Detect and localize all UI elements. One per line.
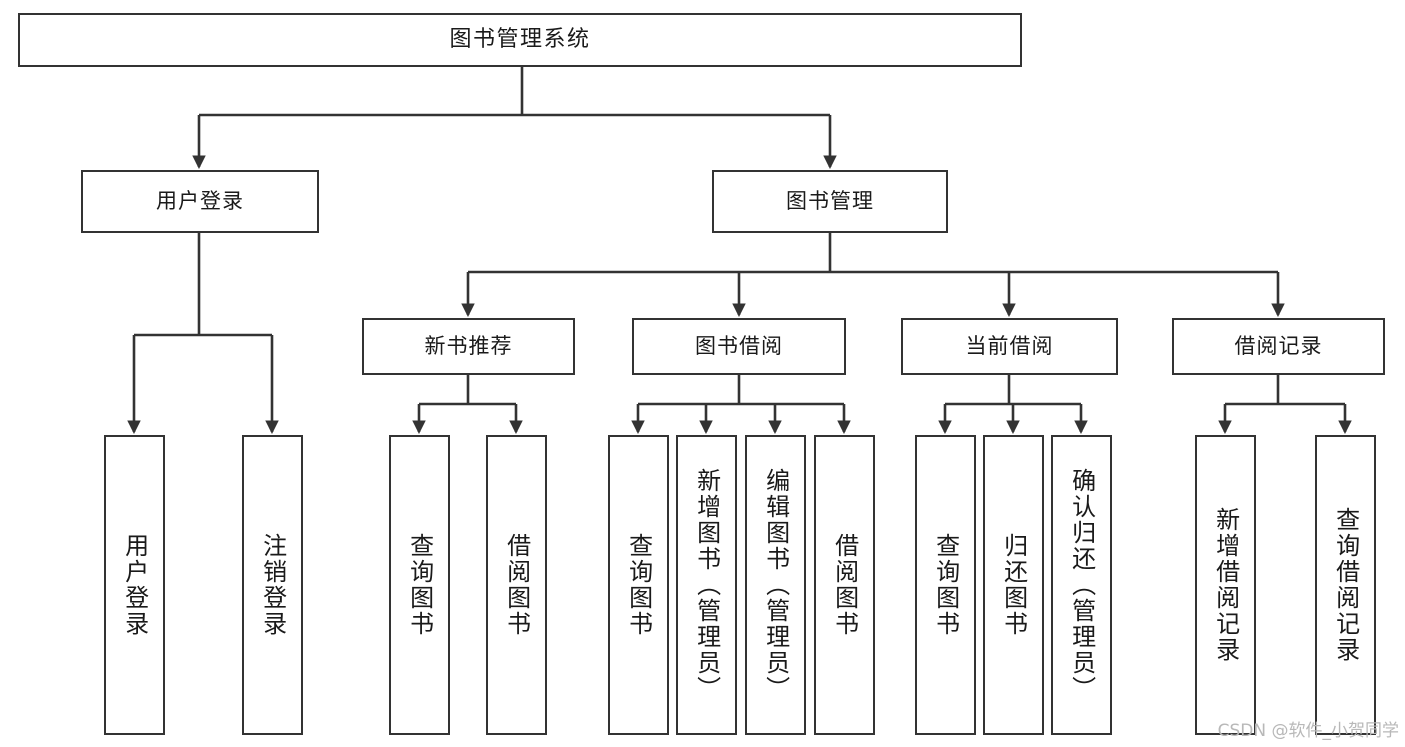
- node-label: 图书管理: [786, 188, 874, 213]
- node-label: 借阅记录: [1234, 333, 1323, 358]
- leaf-user-login[interactable]: 用户登录: [104, 435, 165, 735]
- leaf-query-book-current[interactable]: 查询图书: [915, 435, 976, 735]
- leaf-edit-book[interactable]: 编辑图书（管理员）: [745, 435, 806, 735]
- csdn-watermark: CSDN @软件_小贺同学: [1217, 721, 1399, 741]
- node-label: 编辑图书（管理员）: [761, 468, 790, 702]
- node-label: 用户登录: [120, 533, 149, 637]
- node-label: 当前借阅: [965, 333, 1054, 358]
- node-label: 查询借阅记录: [1331, 507, 1360, 663]
- node-borrow-record[interactable]: 借阅记录: [1172, 318, 1385, 375]
- node-root-system[interactable]: 图书管理系统: [18, 13, 1022, 67]
- node-label: 新增借阅记录: [1211, 507, 1240, 663]
- leaf-confirm-return[interactable]: 确认归还（管理员）: [1051, 435, 1112, 735]
- node-label: 新书推荐: [424, 333, 513, 358]
- node-label: 查询图书: [405, 533, 434, 637]
- node-label: 新增图书（管理员）: [692, 468, 721, 702]
- node-label: 借阅图书: [502, 533, 531, 637]
- node-label: 图书借阅: [695, 333, 783, 358]
- leaf-borrow-book-recommend[interactable]: 借阅图书: [486, 435, 547, 735]
- node-book-borrow[interactable]: 图书借阅: [632, 318, 846, 375]
- leaf-add-book[interactable]: 新增图书（管理员）: [676, 435, 737, 735]
- leaf-query-borrow-record[interactable]: 查询借阅记录: [1315, 435, 1376, 735]
- leaf-query-book-recommend[interactable]: 查询图书: [389, 435, 450, 735]
- node-label: 查询图书: [624, 533, 653, 637]
- node-label: 确认归还（管理员）: [1067, 468, 1096, 702]
- node-book-management[interactable]: 图书管理: [712, 170, 948, 233]
- node-label: 归还图书: [999, 533, 1028, 637]
- leaf-borrow-book[interactable]: 借阅图书: [814, 435, 875, 735]
- node-label: 图书管理系统: [449, 26, 591, 52]
- leaf-add-borrow-record[interactable]: 新增借阅记录: [1195, 435, 1256, 735]
- node-label: 注销登录: [258, 533, 287, 637]
- node-current-borrow[interactable]: 当前借阅: [901, 318, 1118, 375]
- node-label: 查询图书: [931, 533, 960, 637]
- node-label: 借阅图书: [830, 533, 859, 637]
- node-user-login[interactable]: 用户登录: [81, 170, 319, 233]
- leaf-query-book-borrow[interactable]: 查询图书: [608, 435, 669, 735]
- leaf-logout-login[interactable]: 注销登录: [242, 435, 303, 735]
- node-new-book-recommend[interactable]: 新书推荐: [362, 318, 575, 375]
- leaf-return-book[interactable]: 归还图书: [983, 435, 1044, 735]
- node-label: 用户登录: [156, 188, 244, 213]
